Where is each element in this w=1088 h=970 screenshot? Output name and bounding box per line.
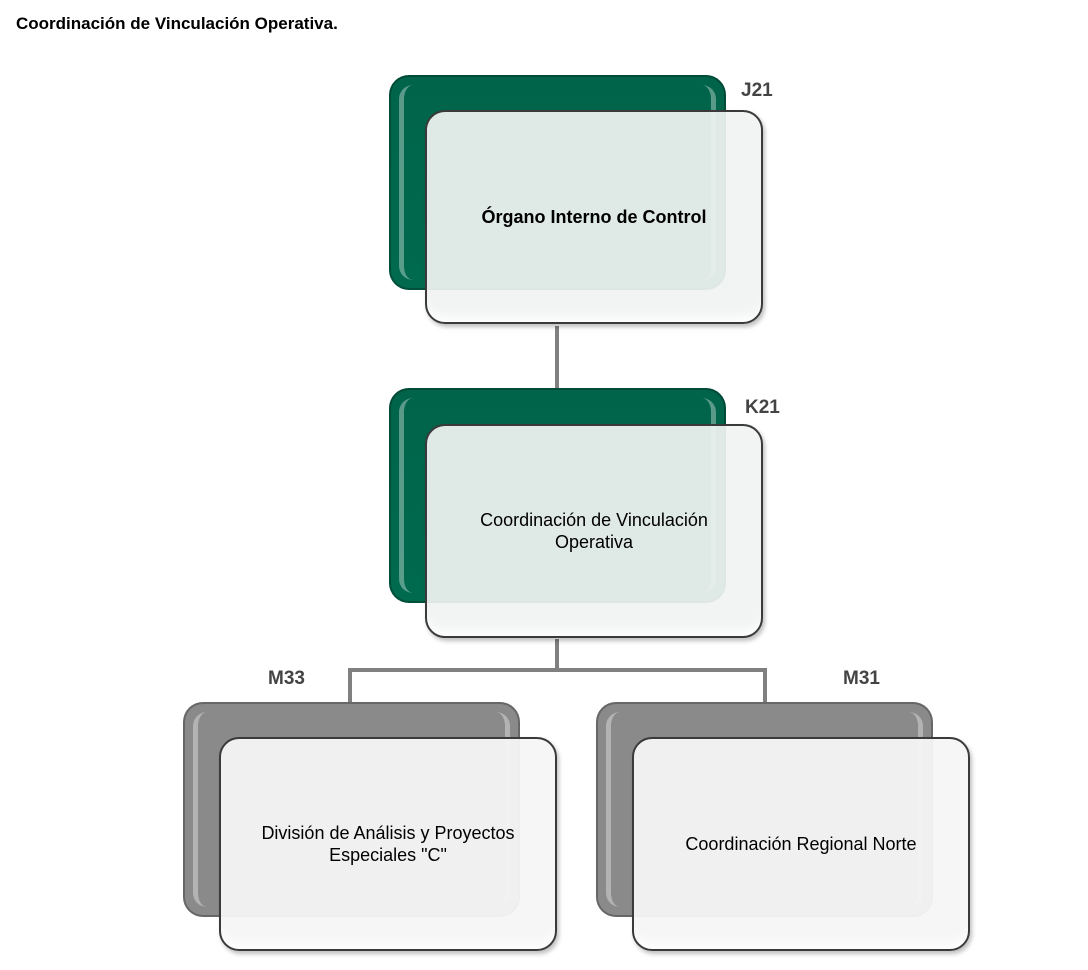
- node-label: División de Análisis y Proyectos Especia…: [261, 822, 515, 866]
- connector-k21-down: [555, 639, 559, 672]
- node-label: Órgano Interno de Control: [481, 206, 707, 227]
- connector-horizontal: [348, 668, 767, 672]
- node-code: M31: [843, 668, 880, 689]
- node-label: Coordinación Regional Norte: [685, 833, 917, 854]
- node-code: M33: [268, 668, 305, 689]
- node-code: J21: [741, 80, 773, 101]
- node-k21[interactable]: Coordinación de Vinculación Operativa: [425, 424, 763, 638]
- node-label: Coordinación de Vinculación Operativa: [480, 509, 708, 553]
- node-m31[interactable]: Coordinación Regional Norte: [632, 737, 970, 951]
- connector-j21-k21: [555, 326, 559, 388]
- node-j21[interactable]: Órgano Interno de Control: [425, 110, 763, 324]
- connector-m31: [763, 668, 767, 704]
- page-title: Coordinación de Vinculación Operativa.: [16, 14, 338, 33]
- connector-m33: [348, 668, 352, 704]
- node-m33[interactable]: División de Análisis y Proyectos Especia…: [219, 737, 557, 951]
- node-code: K21: [745, 397, 780, 418]
